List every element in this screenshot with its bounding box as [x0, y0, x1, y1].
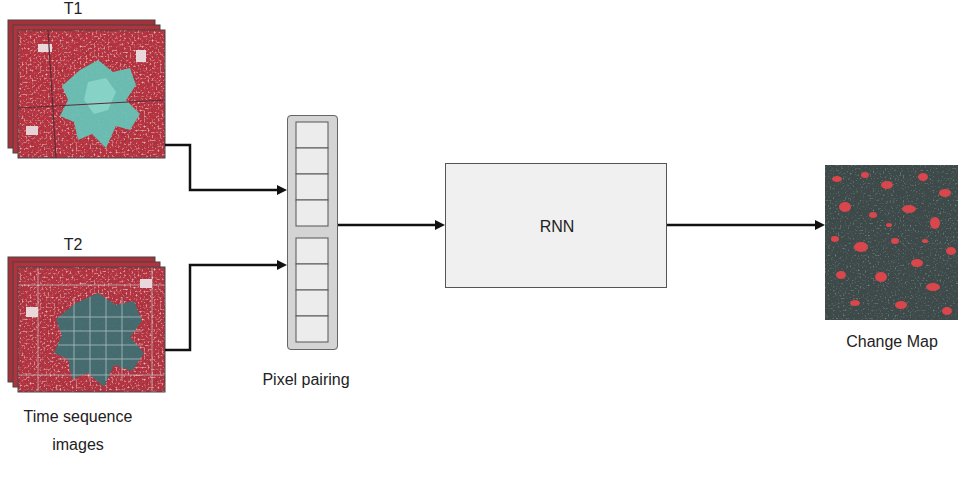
flow-arrow [667, 224, 815, 227]
flow-arrow [338, 224, 435, 227]
node-label: T1 [43, 0, 103, 18]
image-stack: T2Time sequence images [8, 257, 165, 392]
node-label: Pixel pairing [241, 371, 371, 389]
change-map-image [825, 165, 958, 320]
output-image: Change Map [825, 165, 958, 320]
pixel-pairing-vector: Pixel pairing [287, 115, 338, 350]
t2-image-stack [8, 257, 165, 392]
node-label: RNN [457, 218, 657, 236]
pixel-vector-cells [287, 115, 338, 350]
t1-image-stack [8, 20, 165, 158]
node-label: Change Map [827, 333, 957, 351]
flow-arrow [165, 145, 277, 190]
flow-arrow [165, 265, 277, 350]
node-caption: Time sequence images [8, 403, 148, 459]
image-stack: T1 [8, 20, 165, 158]
process-box: RNN [445, 163, 667, 288]
node-label: T2 [43, 236, 103, 254]
